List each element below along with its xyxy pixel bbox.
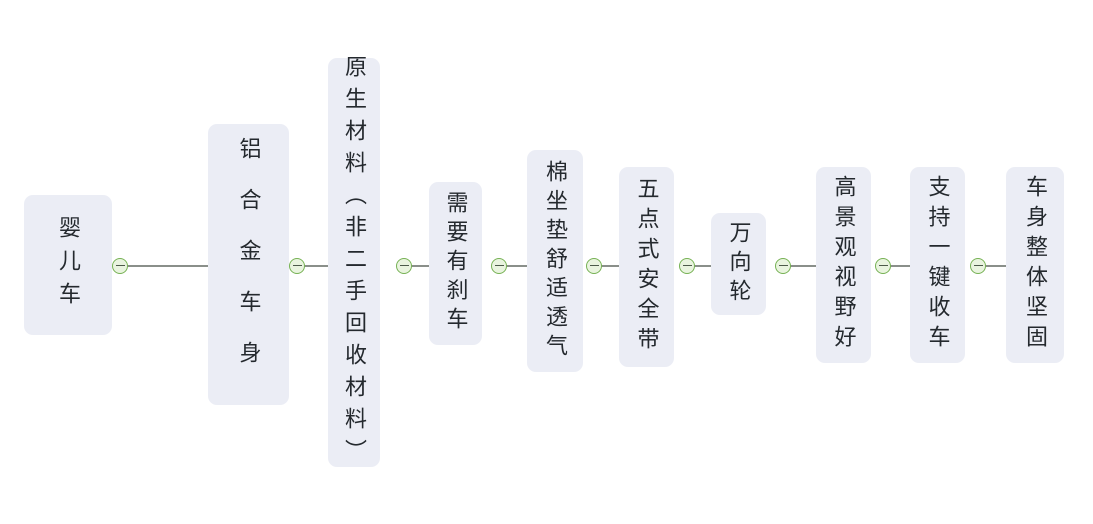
mindmap-node[interactable]: 万向轮 <box>711 213 766 315</box>
mindmap-node-label: 婴儿车 <box>56 215 81 315</box>
mindmap-node-label: 需要有刹车 <box>443 191 469 336</box>
mindmap-node[interactable]: 支持一键收车 <box>910 167 965 363</box>
collapse-handle-n4-minus-icon[interactable] <box>491 258 507 274</box>
mindmap-node[interactable]: 铝合金车身 <box>208 124 289 405</box>
mindmap-node[interactable]: 需要有刹车 <box>429 182 482 345</box>
mindmap-node[interactable]: 车身整体坚固 <box>1006 167 1064 363</box>
collapse-handle-n3-minus-icon[interactable] <box>396 258 412 274</box>
collapse-handle-n7-minus-icon[interactable] <box>775 258 791 274</box>
edge-n4-n5 <box>499 265 527 267</box>
collapse-handle-n2-minus-icon[interactable] <box>289 258 305 274</box>
mindmap-node[interactable]: 棉坐垫舒适透气 <box>527 150 583 372</box>
mindmap-node[interactable]: 原生材料（非二手回收材料） <box>328 55 380 471</box>
mindmap-node-label: 五点式安全带 <box>634 177 660 357</box>
mindmap-node-label: 原生材料（非二手回收材料） <box>342 54 367 471</box>
edge-n8-n9 <box>883 265 910 267</box>
mindmap-node-label: 万向轮 <box>726 220 752 308</box>
mindmap-node-label: 车身整体坚固 <box>1023 175 1048 355</box>
edge-n5-n6 <box>594 265 619 267</box>
collapse-handle-n8-minus-icon[interactable] <box>875 258 891 274</box>
mindmap-node-label: 支持一键收车 <box>925 175 951 355</box>
mindmap-node[interactable]: 高景观视野好 <box>816 167 871 363</box>
mindmap-node-root[interactable]: 婴儿车 <box>24 195 112 335</box>
edge-n7-n8 <box>783 265 816 267</box>
mindmap-node-label: 棉坐垫舒适透气 <box>543 159 568 363</box>
collapse-handle-n1-minus-icon[interactable] <box>112 258 128 274</box>
edge-n6-n7 <box>687 265 711 267</box>
edge-n1-n2 <box>120 265 208 267</box>
collapse-handle-n9-minus-icon[interactable] <box>970 258 986 274</box>
mindmap-node-label: 高景观视野好 <box>831 175 857 355</box>
mindmap-node[interactable]: 五点式安全带 <box>619 167 674 367</box>
edge-n2-n3 <box>297 265 328 267</box>
edge-n9-n10 <box>978 265 1006 267</box>
edge-n3-n4 <box>404 265 429 267</box>
mindmap-node-label: 铝合金车身 <box>236 137 262 392</box>
collapse-handle-n6-minus-icon[interactable] <box>679 258 695 274</box>
collapse-handle-n5-minus-icon[interactable] <box>586 258 602 274</box>
